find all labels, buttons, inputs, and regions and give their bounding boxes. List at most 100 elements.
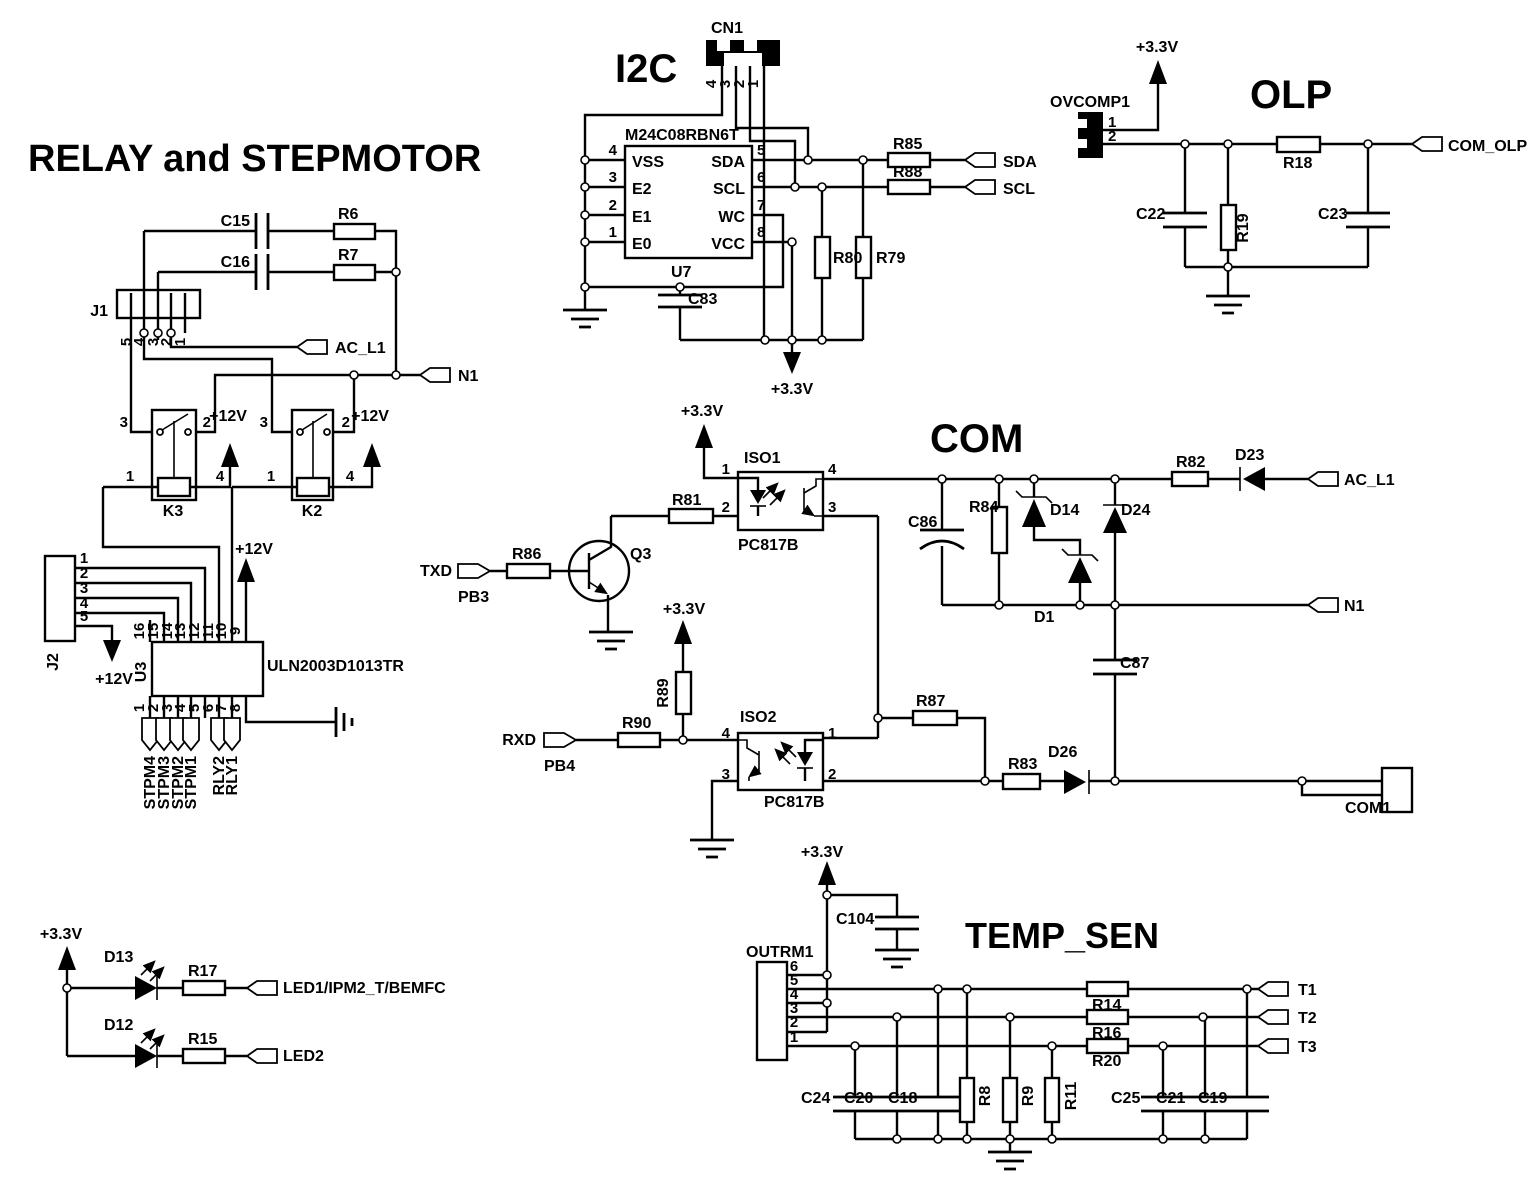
u7-pin2: 2	[609, 197, 617, 214]
connector-j2	[43, 554, 77, 643]
emitter-arrow	[748, 765, 762, 778]
label-d12: D12	[104, 1017, 133, 1034]
label-j2: J2	[45, 653, 62, 671]
label-c21: C21	[1156, 1090, 1185, 1107]
k2-pin1: 1	[267, 468, 275, 485]
q3-legs	[587, 516, 613, 632]
label-c86: C86	[908, 514, 937, 531]
label-stpm2: STPM2	[170, 756, 187, 809]
j1-pin-3: 3	[145, 338, 162, 346]
resistor-r79	[854, 235, 873, 280]
u3-pin2: 2	[145, 704, 162, 712]
junction	[1297, 776, 1307, 786]
diode-d24	[1103, 507, 1127, 533]
j1-pin-5: 5	[118, 338, 135, 346]
power-arrow-up	[363, 443, 381, 467]
label-c18: C18	[888, 1090, 917, 1107]
junction	[1158, 1041, 1168, 1051]
cap-plates-c15-c16	[254, 213, 270, 290]
net-tag-t1	[1256, 981, 1289, 997]
label-ac-l1: AC_L1	[1344, 472, 1395, 489]
junction	[937, 474, 947, 484]
label-iso2: ISO2	[740, 709, 777, 726]
zener-d1	[1068, 557, 1092, 583]
j2-pin-5: 5	[80, 608, 88, 625]
junction	[1029, 474, 1039, 484]
label-pb4: PB4	[544, 758, 575, 775]
label-d14: D14	[1050, 502, 1079, 519]
iso1-body	[736, 470, 825, 532]
led-symbol	[797, 752, 813, 766]
u3-pin6: 6	[200, 704, 217, 712]
i2c-wires	[583, 66, 965, 352]
power-arrow-up	[237, 558, 255, 582]
power-arrow-up	[1149, 60, 1167, 84]
label-r87: R87	[916, 693, 945, 710]
junction	[1363, 139, 1373, 149]
outrm1-pin5: 5	[790, 972, 798, 989]
emission-arrow	[780, 741, 797, 758]
junction	[1005, 1134, 1015, 1144]
net-tag-n1	[1306, 597, 1339, 613]
label-led1: LED1/IPM2_T/BEMFC	[283, 980, 446, 997]
diode-d26	[1064, 770, 1086, 794]
resistor-r84	[990, 505, 1009, 555]
cn1-pin4: 4	[703, 79, 720, 88]
u7-name-e0: E0	[632, 236, 652, 253]
cap-plate-c86-curved	[919, 539, 965, 551]
q3-body	[567, 539, 631, 603]
junction	[1110, 776, 1120, 786]
label-outrm1: OUTRM1	[746, 944, 814, 961]
section-relay-stepmotor: RELAY and STEPMOTOR C15 R6 C16 R7 J1 5 4…	[28, 138, 481, 809]
junction	[994, 600, 1004, 610]
label-d26: D26	[1048, 744, 1077, 761]
u7-pin1: 1	[609, 224, 617, 241]
u7-pin8: 8	[757, 224, 765, 241]
label-r20: R20	[1092, 1053, 1121, 1070]
label-c20: C20	[844, 1090, 873, 1107]
u3-pin11: 11	[200, 623, 217, 639]
label-r85: R85	[893, 136, 922, 153]
junction	[678, 735, 688, 745]
junction	[391, 370, 401, 380]
u7-name-e1: E1	[632, 209, 652, 226]
label-r19: R19	[1235, 213, 1252, 242]
zener-d1-bar	[1061, 548, 1099, 562]
label-t3: T3	[1298, 1039, 1317, 1056]
net-tag-rly1	[223, 717, 241, 752]
outrm1-pin2: 2	[790, 1014, 798, 1031]
temp-wires	[787, 885, 1258, 1152]
net-tag-ac-l1	[295, 339, 328, 355]
label-d1: D1	[1034, 609, 1055, 626]
label-c83: C83	[688, 291, 717, 308]
junction	[933, 1134, 943, 1144]
u3-pin3: 3	[159, 704, 176, 712]
iso1-pin4: 4	[828, 461, 837, 478]
label-r16: R16	[1092, 1025, 1121, 1042]
cn1-notch	[717, 40, 730, 51]
resistor-r20	[1085, 1037, 1130, 1055]
label-r84: R84	[969, 499, 998, 516]
resistor-r82	[1170, 470, 1210, 488]
label-q3: Q3	[630, 546, 651, 563]
label-r80: R80	[833, 250, 862, 267]
resistor-r90	[616, 731, 662, 749]
label-c19: C19	[1198, 1090, 1227, 1107]
cn1-notch	[724, 53, 762, 66]
junction	[892, 1134, 902, 1144]
junction	[1005, 1012, 1015, 1022]
iso2-body	[736, 731, 825, 792]
emission-arrow	[149, 966, 165, 982]
label-r89: R89	[655, 678, 672, 707]
label-r17: R17	[188, 963, 217, 980]
net-tag-txd	[457, 563, 492, 579]
label-rly1: RLY1	[224, 756, 241, 796]
iso1-pin1: 1	[722, 461, 730, 478]
section-com: COM +3.3V +3.3V ISO1 PC817B 1 2 4 3	[420, 403, 1414, 840]
junction	[1075, 600, 1085, 610]
net-tag-ac-l1	[1306, 471, 1339, 487]
resistor-r87	[911, 709, 959, 727]
cap-plates-c83	[658, 293, 702, 309]
junction	[349, 370, 359, 380]
label-scl: SCL	[1003, 181, 1035, 198]
